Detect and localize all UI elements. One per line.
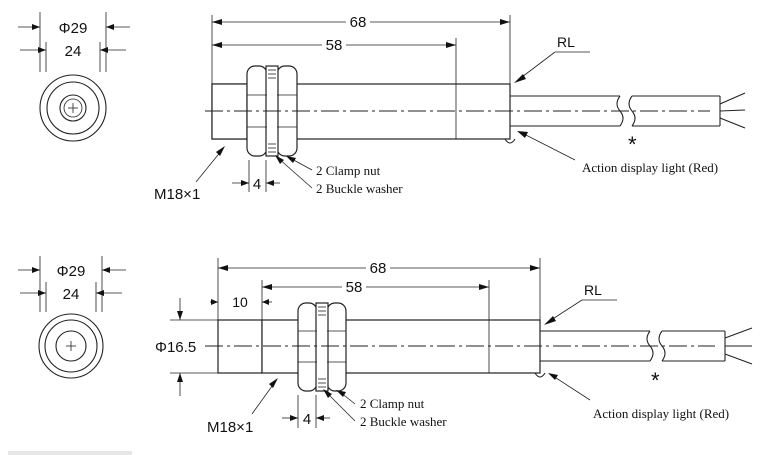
end-view-width-label: 24 xyxy=(63,286,80,303)
indicator-label: Action display light (Red) xyxy=(582,160,718,175)
cable-label: RL xyxy=(557,34,575,50)
buckle-washer-label: 2 Buckle washer xyxy=(316,181,403,196)
end-view-width-label: 24 xyxy=(65,43,82,60)
end-view-diameter-label: Φ29 xyxy=(59,20,88,37)
drawing-bottom: Φ29 24 68 xyxy=(18,256,753,436)
cable-label: RL xyxy=(584,282,602,298)
side-view-top: 68 58 xyxy=(154,14,746,203)
end-view-bottom: Φ29 24 xyxy=(18,256,126,379)
side-view-bottom: 68 58 10 Φ16.5 xyxy=(155,258,753,436)
body-length-label: 58 xyxy=(346,279,363,296)
buckle-washer-label: 2 Buckle washer xyxy=(360,414,447,429)
clamp-nut-label: 2 Clamp nut xyxy=(360,396,425,411)
asterisk-mark: * xyxy=(651,368,660,393)
nose-diameter-label: Φ16.5 xyxy=(155,339,196,356)
nut-width-label: 4 xyxy=(303,411,311,428)
total-length-label: 68 xyxy=(370,260,387,277)
clamp-nut-label: 2 Clamp nut xyxy=(316,163,381,178)
thread-spec-label: M18×1 xyxy=(207,419,253,436)
nut-width-label: 4 xyxy=(253,176,261,193)
total-length-label: 68 xyxy=(350,14,367,31)
thread-spec-label: M18×1 xyxy=(154,186,200,203)
asterisk-mark: * xyxy=(628,132,637,157)
drawing-top: Φ29 24 68 xyxy=(18,12,746,203)
nose-length-label: 10 xyxy=(232,294,248,310)
footer-bar xyxy=(8,451,132,455)
end-view-diameter-label: Φ29 xyxy=(57,263,86,280)
end-view-top: Φ29 24 xyxy=(18,12,130,142)
indicator-label: Action display light (Red) xyxy=(593,406,729,421)
body-length-label: 58 xyxy=(326,37,343,54)
